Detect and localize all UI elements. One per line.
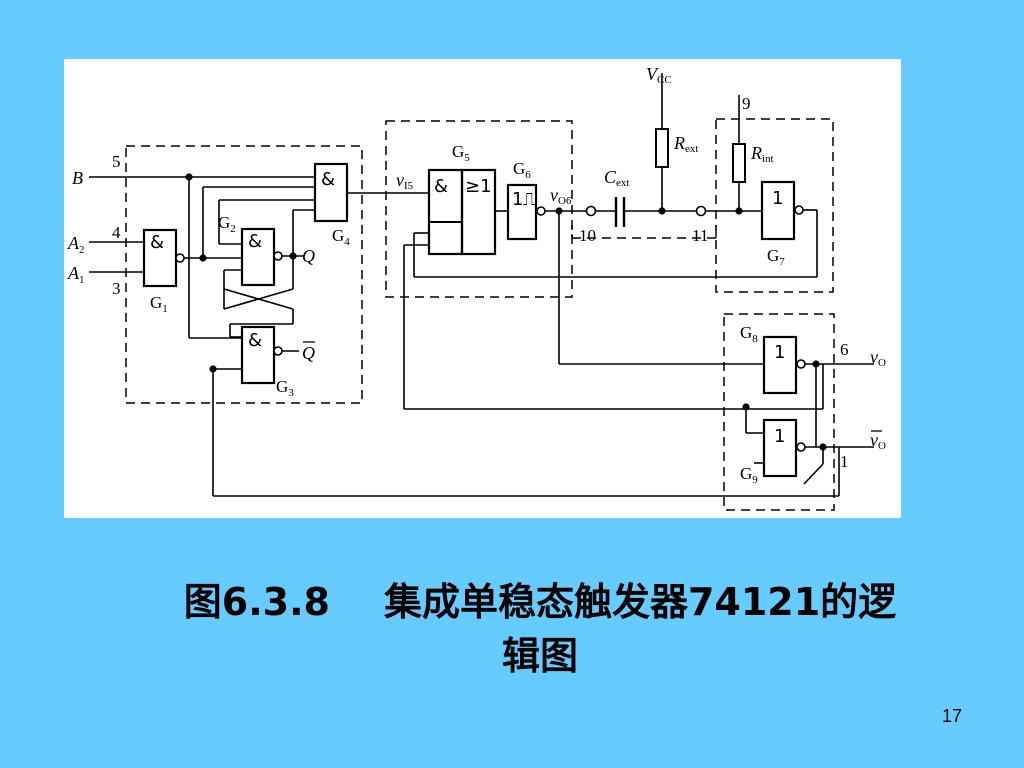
g6-symbol: 1 [512,189,523,210]
component-labels: VCC Rext Rint Cext [604,64,774,189]
gate-g5 [427,168,497,256]
caption-title: 集成单稳态触发器74121的逻 [383,580,897,624]
junction-dots [185,173,827,451]
vcc-label: VCC [646,64,672,86]
resistor-rext [655,128,669,168]
gate-g1 [142,228,185,288]
g3-label: G3 [276,377,294,399]
vi5-label: vI5 [396,170,414,192]
g6-schmitt-symbol: ⎍ [523,189,536,210]
pin-dashes [571,225,717,238]
g1-label: G1 [150,293,168,315]
input-b-label: B [72,168,83,188]
g8-label: G8 [740,323,758,345]
g4-label: G4 [332,226,350,248]
cext-label: Cext [604,167,629,189]
vo-label: vO [870,347,886,369]
gate-g8 [762,335,806,395]
g8-symbol: 1 [774,342,785,363]
pin-5: 5 [112,152,121,171]
g3-symbol: & [248,330,262,351]
vo6-label: vO6 [550,185,572,207]
wires [89,73,874,497]
g4-symbol: & [321,169,335,190]
g9-symbol: 1 [774,426,785,447]
logic-diagram: & & & & & ≥1 1 ⎍ 1 1 1 G1 G2 G3 G4 G5 G6… [67,64,886,511]
pin-10: 10 [579,226,596,245]
vo-bar-label: vO [870,430,886,452]
logic-diagram-panel: & & & & & ≥1 1 ⎍ 1 1 1 G1 G2 G3 G4 G5 G6… [64,59,901,518]
pin-6: 6 [840,340,849,359]
pin-numbers: 5 4 3 9 10 11 6 1 [112,94,849,471]
g7-label: G7 [767,246,785,268]
pin-4: 4 [112,223,121,242]
g5-or-symbol: ≥1 [465,176,492,197]
gate-g9 [762,418,806,478]
caption-line-2: 辑图 [501,634,578,678]
gate-symbols: & & & & & ≥1 1 ⎍ 1 1 1 [150,169,785,447]
pin-1: 1 [840,452,849,471]
g5-label: G5 [452,142,470,164]
caption-line-1: 图6.3.8 集成单稳态触发器74121的逻 [60,575,1020,629]
g9-label: G9 [740,464,758,486]
input-a1-label: A1 [67,263,85,286]
pin-11: 11 [692,226,708,245]
timing-box [715,118,834,293]
input-a2-label: A2 [67,233,85,256]
pin-9: 9 [742,94,751,113]
capacitor-cext [614,197,626,227]
output-box [723,313,835,511]
figure-caption: 图6.3.8 集成单稳态触发器74121的逻 辑图 [60,575,1020,683]
q-bar-label: Q [302,343,315,363]
page-number: 17 [941,706,962,726]
g2-label: G2 [218,213,236,235]
input-logic-box [125,145,363,404]
g1-symbol: & [150,232,164,253]
signal-labels: Q Q vI5 vO6 vO vO [302,170,886,452]
g7-symbol: 1 [772,188,783,209]
gate-labels: G1 G2 G3 G4 G5 G6 G7 G8 G9 [150,142,785,486]
rext-label: Rext [673,133,698,155]
input-labels: B A2 A1 [67,168,85,286]
terminal-pins [585,205,707,217]
g6-label: G6 [513,159,531,181]
q-label: Q [302,246,315,266]
g2-symbol: & [248,231,262,252]
pin-3: 3 [112,279,121,298]
caption-figure-number: 图6.3.8 [183,580,330,624]
trigger-box [385,120,573,298]
rint-label: Rint [750,143,774,165]
dashed-group-boxes [125,118,835,511]
resistor-rint [732,143,746,183]
g5-and-symbol: & [434,176,448,197]
gate-g6 [506,183,546,241]
